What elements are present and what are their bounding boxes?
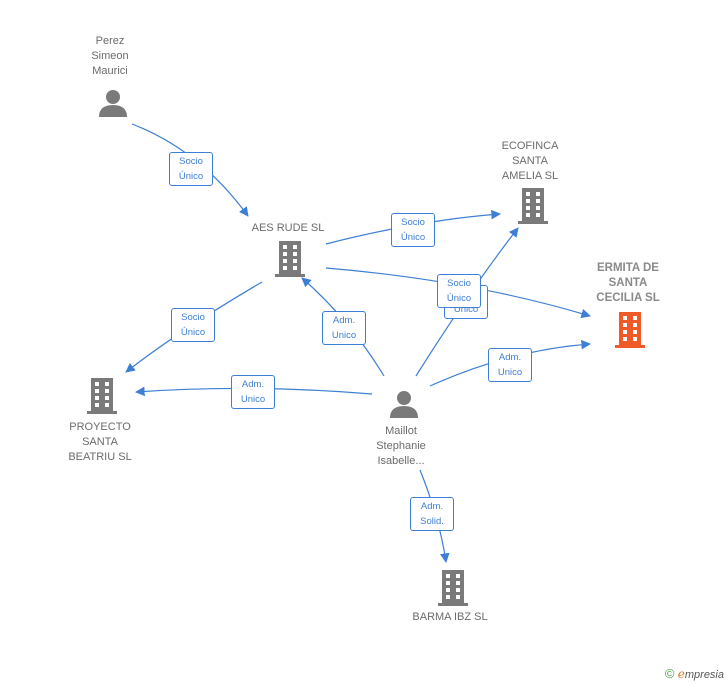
edge-label-aes-ermita: Socio Único <box>437 274 481 308</box>
edge-label-aes-proyecto: Socio Único <box>171 308 215 342</box>
edge-label-maillot-aes: Adm. Unico <box>322 311 366 345</box>
building-icon-highlighted <box>615 312 645 348</box>
node-ermita-de-santa-cecilia[interactable]: ERMITA DE SANTA CECILIA SL <box>596 262 660 304</box>
building-icon <box>518 188 548 224</box>
person-icon <box>390 391 418 418</box>
edge-label-maillot-barma: Adm. Solid. <box>410 497 454 531</box>
building-icon <box>275 241 305 277</box>
copyright-brand: © empresia <box>665 666 724 681</box>
node-perez-simeon-maurici[interactable]: Perez Simeon Maurici <box>91 35 129 77</box>
node-proyecto-santa-beatriu[interactable]: PROYECTO SANTA BEATRIU SL <box>68 421 132 463</box>
node-aes-rude[interactable]: AES RUDE SL <box>251 222 325 234</box>
building-icon <box>438 570 468 606</box>
node-barma-ibz[interactable]: BARMA IBZ SL <box>412 611 488 623</box>
copyright-symbol: © <box>664 666 675 681</box>
edge-label-maillot-proyecto: Adm. Unico <box>231 375 275 409</box>
brand-name: mpresia <box>684 669 724 681</box>
edge-label-maillot-ermita: Adm. Unico <box>488 348 532 382</box>
edge-label-perez-aes: Socio Único <box>169 152 213 186</box>
building-icon <box>87 378 117 414</box>
edge-label-aes-ecofinca: Socio Único <box>391 213 435 247</box>
brand-initial: e <box>677 667 685 681</box>
node-maillot-stephanie-isabelle[interactable]: Maillot Stephanie Isabelle... <box>376 425 426 467</box>
node-ecofinca-santa-amelia[interactable]: ECOFINCA SANTA AMELIA SL <box>501 140 559 182</box>
person-icon <box>99 90 127 117</box>
